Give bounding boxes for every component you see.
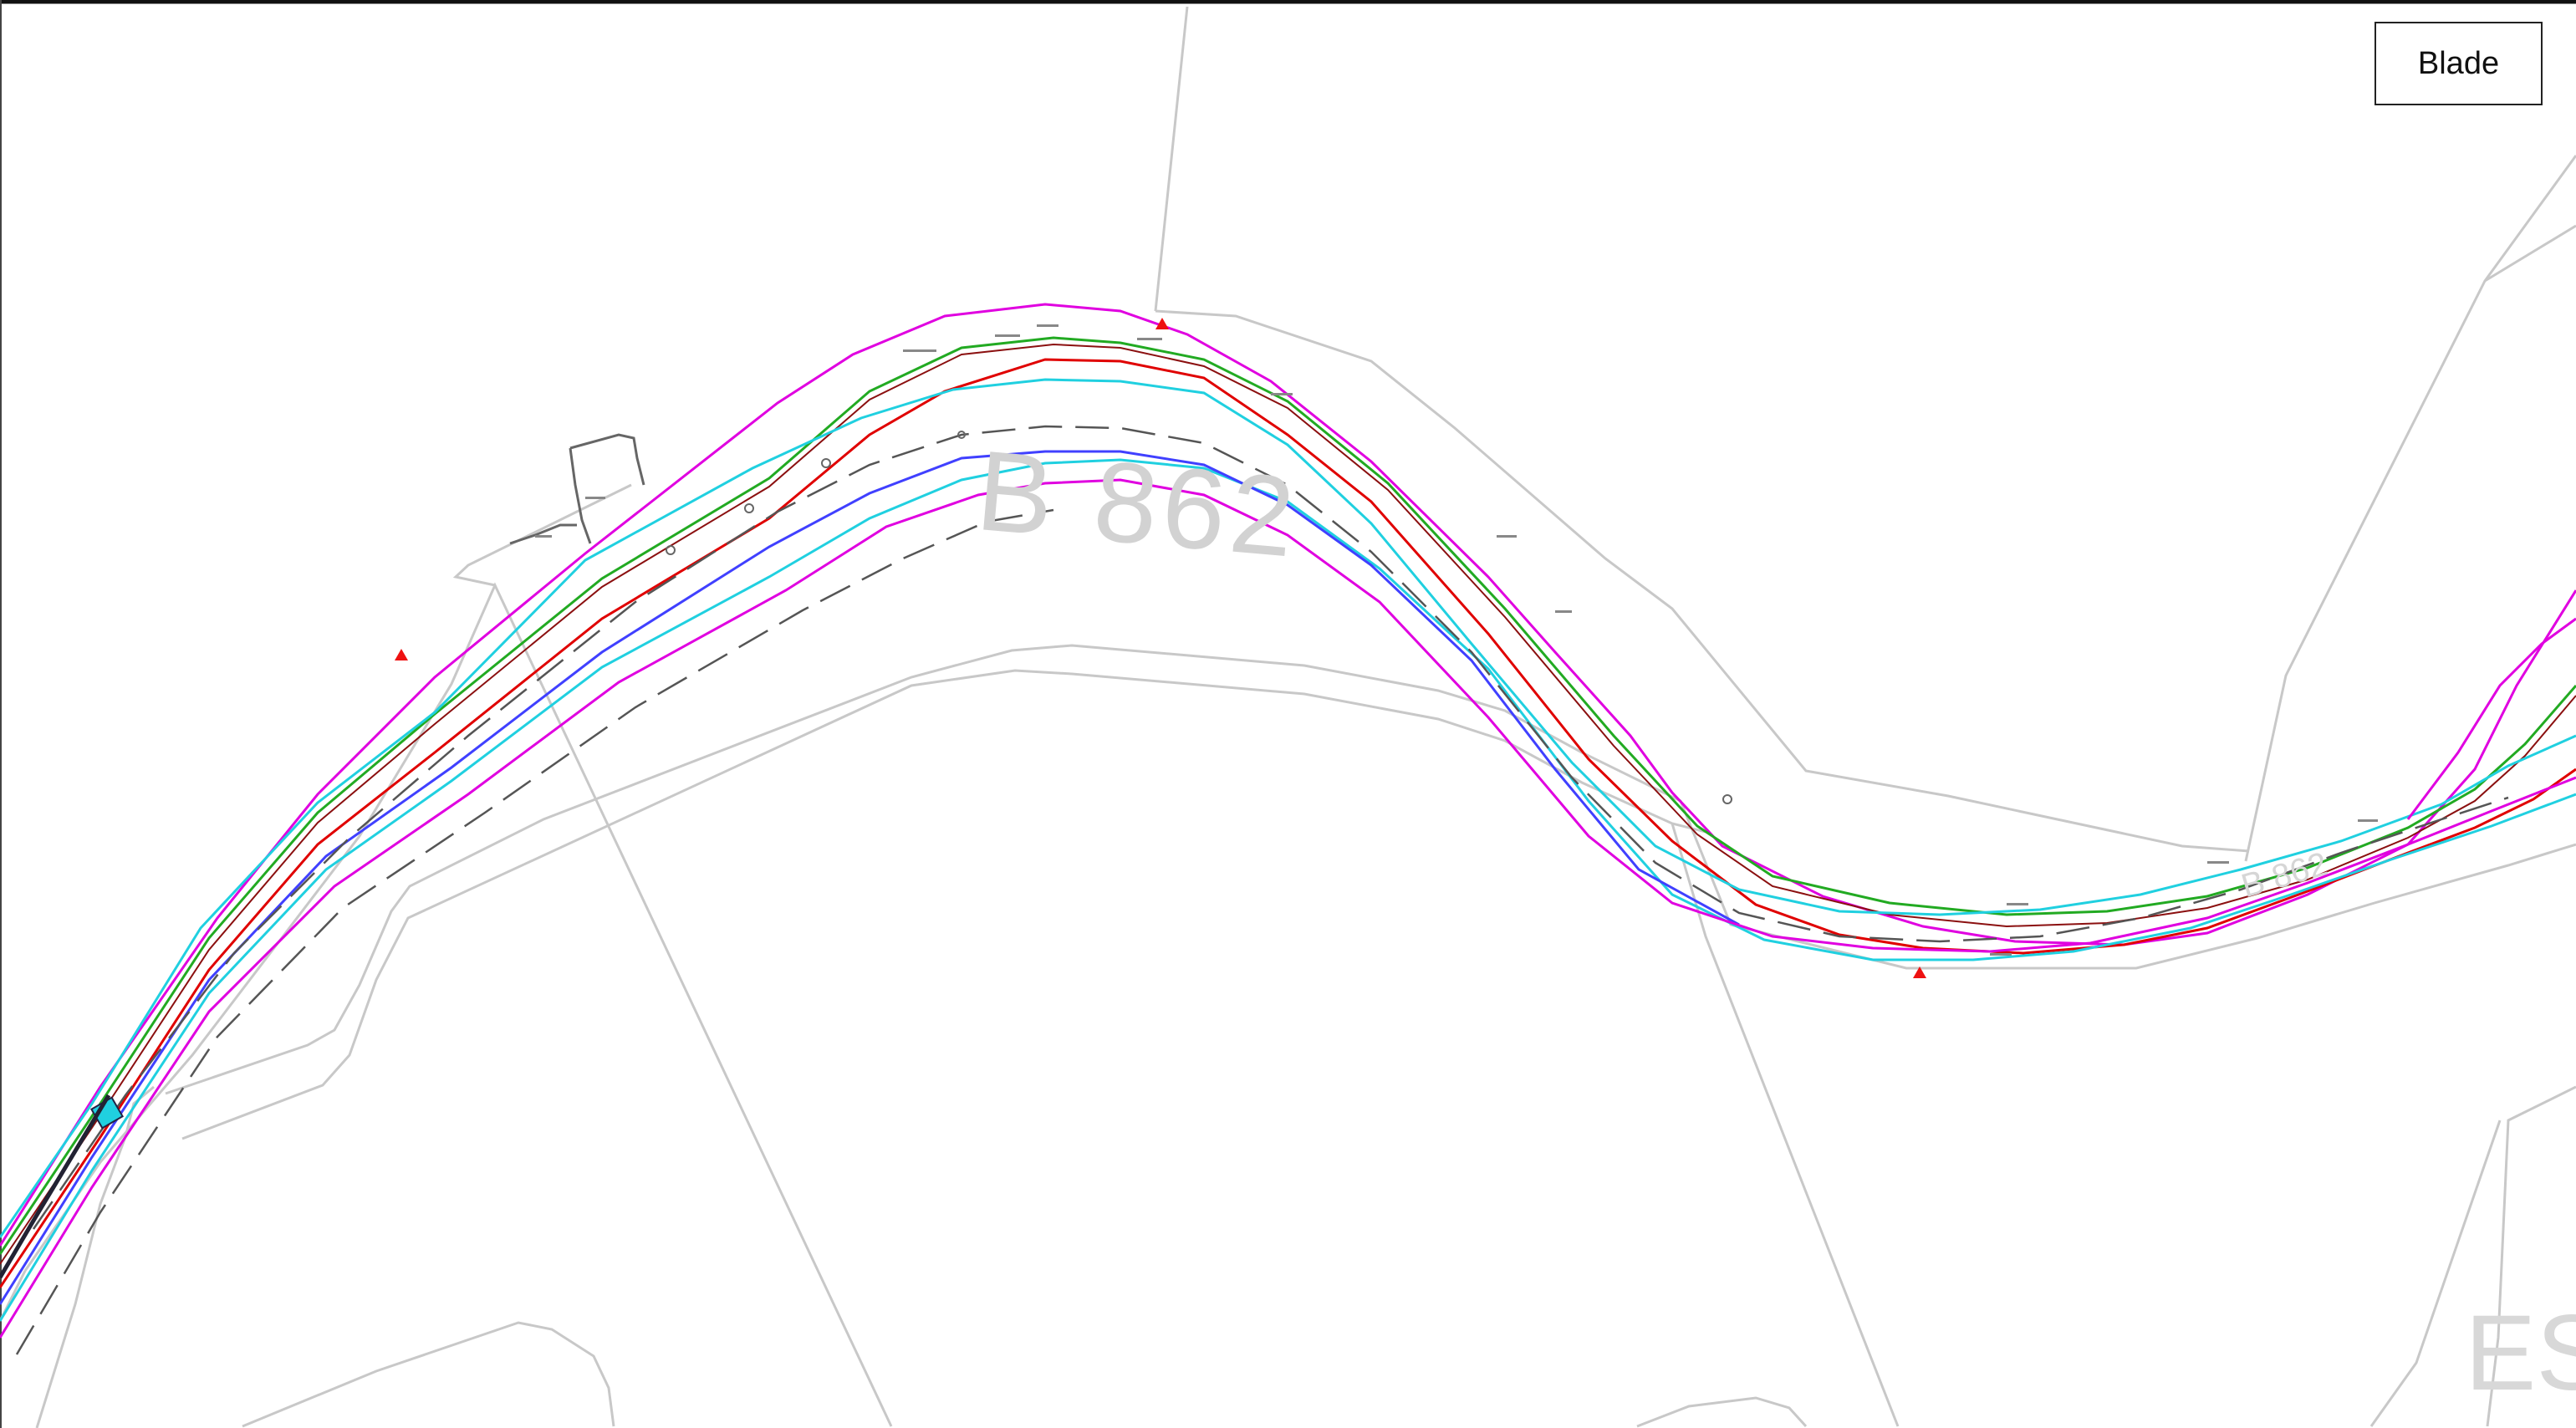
kerb-dashed-line [32,425,2509,1230]
edge-cyan-lower [0,458,2576,1322]
kerb-dashed-line-lower [15,508,1054,1355]
edge-cyan [0,378,2576,1238]
inner-edge-magenta [0,478,2576,1339]
edge-darkred [0,343,2576,1265]
right-curve-magenta [2406,617,2576,820]
parcel-boundaries [0,6,2576,1428]
hazard-markers [395,318,1926,978]
crossing-structure [0,1094,124,1279]
road-furniture [666,431,1732,804]
legend-box[interactable]: Blade [2375,22,2543,105]
alignment-annotations [535,324,2378,956]
edge-green [0,336,2576,1255]
outer-edge-magenta [0,303,2576,1247]
road-label-main: B 862 [972,426,1304,582]
hazard-marker-left[interactable] [395,649,408,660]
legend-label: Blade [2417,45,2500,81]
hazard-marker-bottom[interactable] [1913,966,1926,978]
hazard-marker-top[interactable] [1155,318,1169,329]
building-outline [509,433,645,545]
centreline-red [0,358,2576,1288]
edge-blue [0,450,1740,1305]
corner-label: ES [2465,1293,2576,1413]
